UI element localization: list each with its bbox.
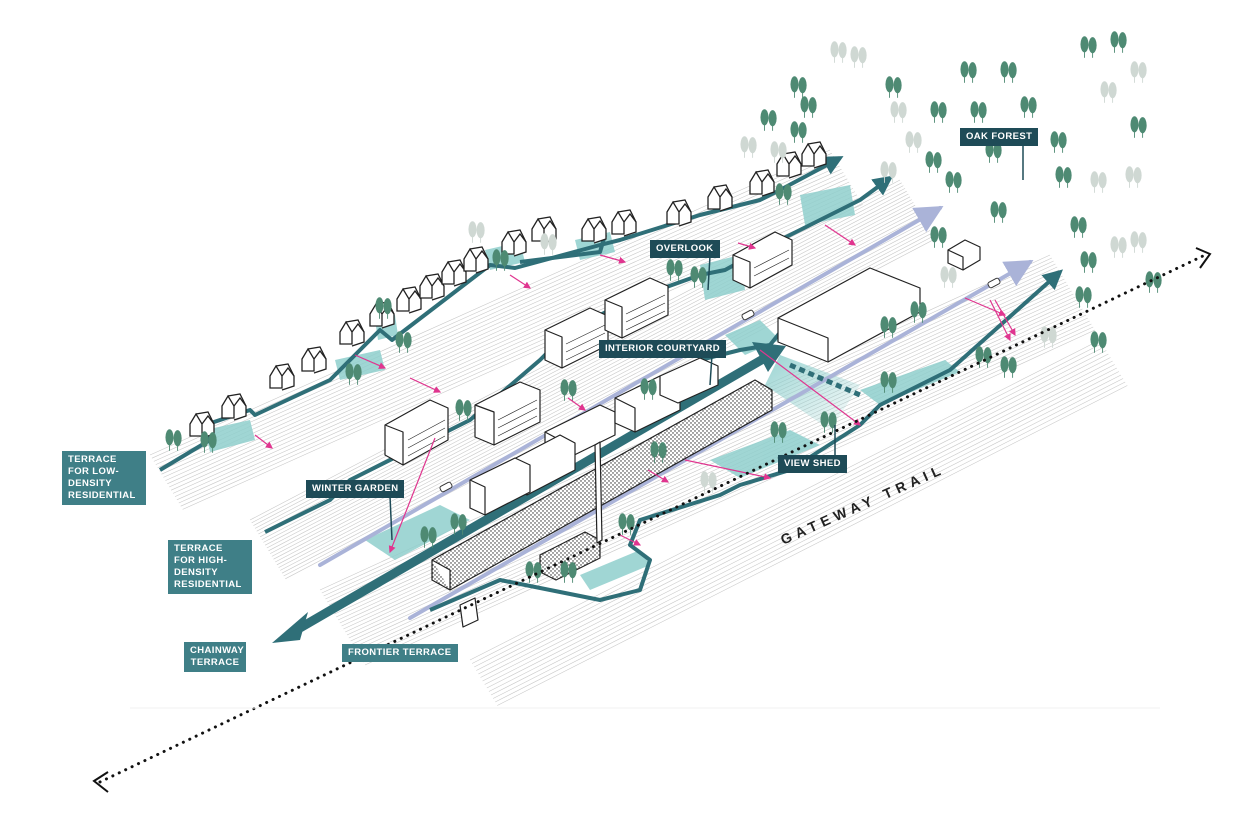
hatched-factory <box>431 379 773 591</box>
entry-kiosk <box>459 597 479 628</box>
apartment-block <box>544 307 609 369</box>
roads <box>318 206 1034 620</box>
apartment-block <box>384 399 449 466</box>
label-terrace-high-density: TERRACE FOR HIGH-DENSITY RESIDENTIAL <box>168 540 252 594</box>
label-overlook: OVERLOOK <box>650 240 720 258</box>
cars <box>439 277 1001 493</box>
label-chainway-terrace: CHAINWAY TERRACE <box>184 642 246 672</box>
small-shed <box>947 239 981 271</box>
label-terrace-low-density: TERRACE FOR LOW-DENSITY RESIDENTIAL <box>62 451 146 505</box>
label-interior-courtyard: INTERIOR COURTYARD <box>599 340 727 358</box>
apartment-block <box>732 231 793 289</box>
gateway-trail-path <box>92 247 1212 793</box>
label-winter-garden: WINTER GARDEN <box>306 480 405 498</box>
label-oak-forest: OAK FOREST <box>960 128 1039 146</box>
chimney <box>594 441 603 544</box>
view-arrows <box>254 224 1016 554</box>
central-building <box>659 357 719 404</box>
central-building <box>469 457 531 516</box>
label-view-shed: VIEW SHED <box>778 455 847 473</box>
view-shed-cone <box>765 355 860 430</box>
label-leaders <box>389 146 1024 541</box>
label-frontier-terrace: FRONTIER TERRACE <box>342 644 458 662</box>
buildings <box>384 231 981 628</box>
warehouse <box>777 267 921 363</box>
apartment-block <box>474 381 541 446</box>
apartment-block <box>604 277 669 339</box>
